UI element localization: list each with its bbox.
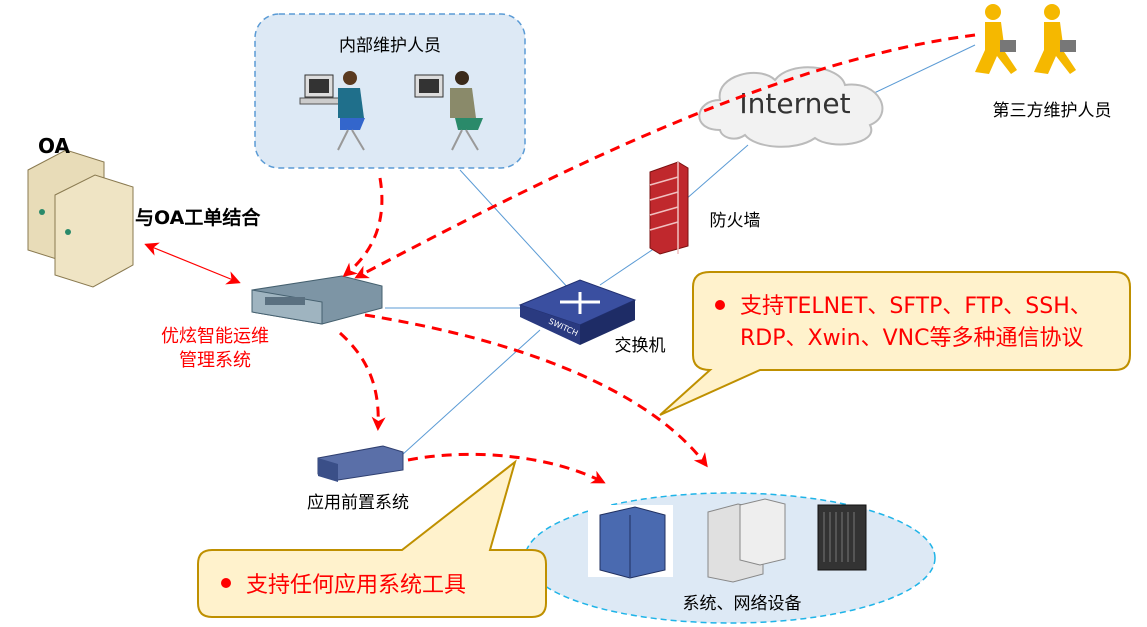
internet-label: Internet [739, 87, 850, 120]
operator-workstation-icon [414, 71, 483, 151]
bullet-icon [715, 300, 725, 310]
oa-integration-label: 与OA工单结合 [135, 206, 261, 229]
bullet-icon [221, 578, 231, 588]
oa-title: OA [38, 134, 70, 158]
operator-workstation-icon [299, 71, 365, 151]
internal-staff-group [254, 13, 526, 169]
mainframe-icon [588, 505, 673, 579]
switch-icon: SWITCH [518, 279, 637, 345]
third-party-staff-icon [975, 4, 1076, 74]
app-front-label: 应用前置系统 [307, 493, 409, 513]
server-rack-icon [707, 498, 786, 583]
switch-label: 交换机 [615, 336, 666, 356]
app-front-device-icon [317, 445, 404, 482]
bastion-appliance-icon [251, 275, 383, 325]
system-devices-label: 系统、网络设备 [683, 594, 802, 614]
oa-integration-arrow [144, 242, 241, 285]
tools-line1: 支持任何应用系统工具 [246, 573, 466, 598]
internet-cloud-icon [698, 66, 884, 148]
third-party-label: 第三方维护人员 [993, 101, 1112, 121]
bastion-label-line1: 优炫智能运维 [161, 326, 269, 347]
access-flows [338, 33, 976, 484]
tools-callout [197, 459, 547, 618]
firewall-label: 防火墙 [710, 211, 761, 231]
protocols-line2: RDP、Xwin、VNC等多种通信协议 [740, 326, 1083, 351]
internal-staff-title: 内部维护人员 [339, 36, 441, 56]
network-chassis-icon [817, 504, 867, 571]
protocols-line1: 支持TELNET、SFTP、FTP、SSH、 [740, 294, 1092, 319]
oa-server-icon [27, 149, 134, 288]
firewall-icon [649, 161, 689, 255]
protocols-callout [659, 271, 1131, 416]
bastion-label-line2: 管理系统 [179, 350, 251, 371]
